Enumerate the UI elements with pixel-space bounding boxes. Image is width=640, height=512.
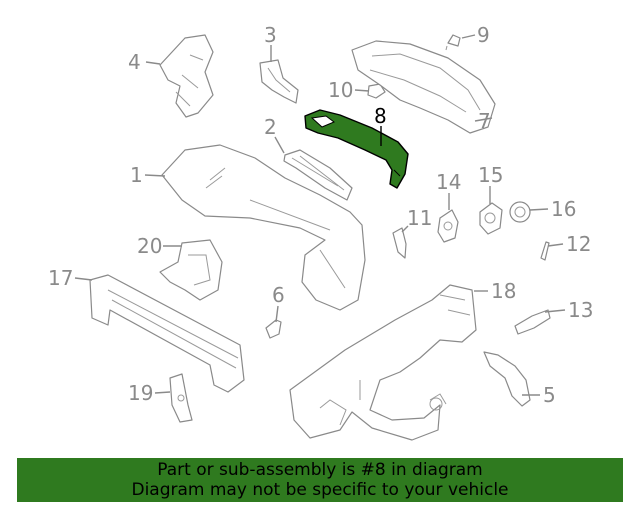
callout-14: 14 bbox=[436, 170, 461, 194]
banner-line-2: Diagram may not be specific to your vehi… bbox=[131, 480, 509, 500]
callout-6: 6 bbox=[272, 283, 285, 307]
leader-lines bbox=[74, 34, 566, 396]
part-14-drawing bbox=[437, 209, 459, 243]
part-19-drawing bbox=[169, 373, 193, 423]
info-banner: Part or sub-assembly is #8 in diagram Di… bbox=[17, 458, 623, 502]
part-12-drawing bbox=[540, 241, 550, 261]
part-20-drawing bbox=[159, 239, 223, 301]
part-1-drawing bbox=[161, 144, 366, 311]
callout-16: 16 bbox=[551, 197, 576, 221]
callout-13: 13 bbox=[568, 298, 593, 322]
banner-line-1: Part or sub-assembly is #8 in diagram bbox=[157, 460, 483, 480]
callout-10: 10 bbox=[328, 78, 353, 102]
callout-7: 7 bbox=[478, 109, 491, 133]
part-7-drawing bbox=[351, 40, 496, 134]
part-9-drawing bbox=[445, 34, 461, 51]
part-8-drawing bbox=[304, 109, 409, 189]
callout-11: 11 bbox=[407, 206, 432, 230]
part-2-drawing bbox=[283, 149, 353, 201]
callout-18: 18 bbox=[491, 279, 516, 303]
part-5-drawing bbox=[483, 351, 531, 407]
callout-12: 12 bbox=[566, 232, 591, 256]
part-18-drawing bbox=[289, 284, 477, 441]
callout-5: 5 bbox=[543, 383, 556, 407]
callout-8: 8 bbox=[374, 104, 387, 128]
callout-9: 9 bbox=[477, 23, 490, 47]
part-17-drawing bbox=[89, 274, 245, 393]
part-4-drawing bbox=[159, 34, 214, 118]
part-16-drawing bbox=[509, 201, 531, 223]
part-6-drawing bbox=[265, 319, 282, 339]
callout-2: 2 bbox=[264, 115, 277, 139]
part-11-drawing bbox=[392, 227, 407, 259]
part-15-drawing bbox=[479, 202, 503, 235]
callout-17: 17 bbox=[48, 266, 73, 290]
callout-20: 20 bbox=[137, 234, 162, 258]
part-13-drawing bbox=[514, 309, 551, 335]
callout-3: 3 bbox=[264, 23, 277, 47]
part-3-drawing bbox=[259, 59, 299, 104]
callout-15: 15 bbox=[478, 163, 503, 187]
callout-19: 19 bbox=[128, 381, 153, 405]
callout-1: 1 bbox=[130, 163, 143, 187]
parts-diagram: 1 2 3 4 5 6 7 8 9 10 11 12 13 14 15 16 1… bbox=[48, 23, 593, 441]
callout-4: 4 bbox=[128, 50, 141, 74]
